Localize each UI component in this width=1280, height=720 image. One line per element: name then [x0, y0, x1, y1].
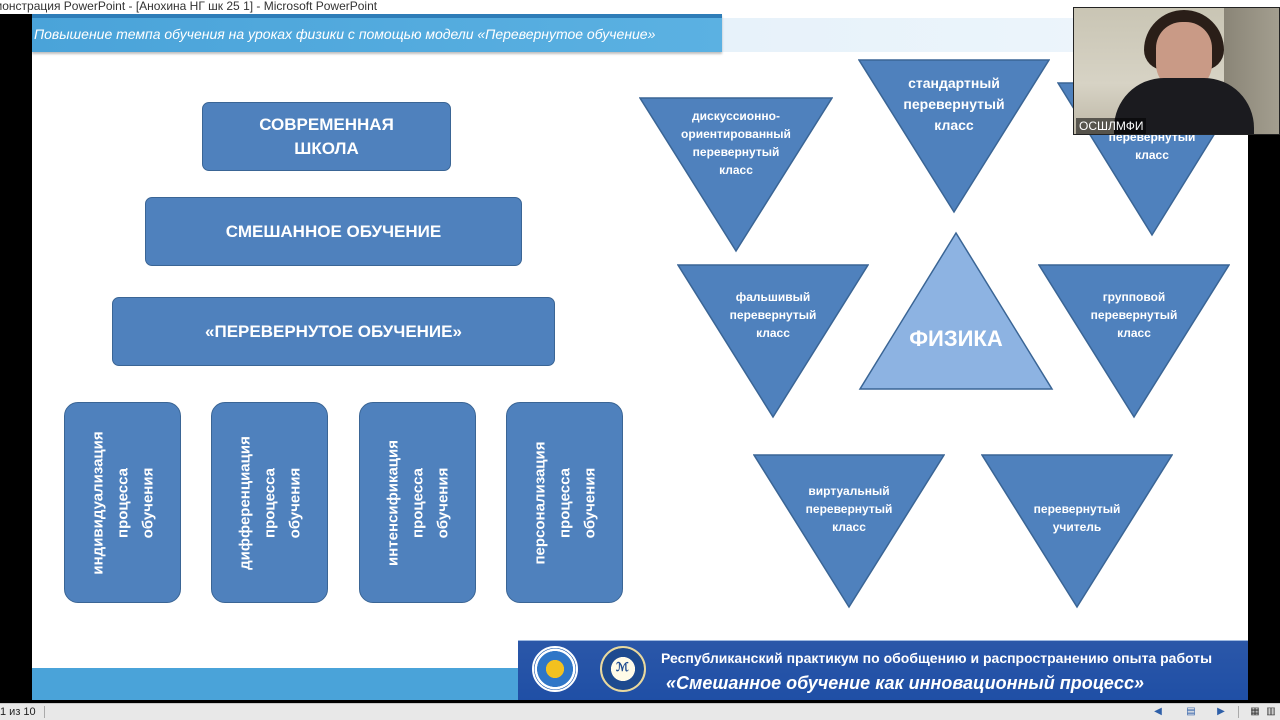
previous-slide-icon[interactable]: ◀ — [1154, 706, 1162, 717]
status-separator — [1238, 706, 1239, 718]
webcam-overlay: ОСШЛМФИ — [1073, 7, 1280, 135]
banner-line-1: Республиканский практикум по обобщению и… — [661, 650, 1213, 666]
triangle-standard: стандартный перевернутый класс — [858, 59, 1050, 214]
ordleu-logo-icon — [532, 646, 578, 692]
triangle-physics: ФИЗИКА — [858, 231, 1054, 391]
triangle-discussion-shape — [639, 97, 833, 253]
box-flipped-learning: «ПЕРЕВЕРНУТОЕ ОБУЧЕНИЕ» — [112, 297, 555, 366]
vbox-personalization-label: персонализация процесса обучения — [531, 440, 598, 565]
title-stripe — [32, 14, 722, 18]
vbox-personalization: персонализация процесса обучения — [506, 402, 623, 603]
normal-view-icon[interactable]: ▦ — [1250, 706, 1260, 717]
slide: Повышение темпа обучения на уроках физик… — [32, 14, 1248, 700]
box-mixed-learning: СМЕШАННОЕ ОБУЧЕНИЕ — [145, 197, 522, 266]
title-bar: Повышение темпа обучения на уроках физик… — [32, 14, 722, 52]
status-separator — [44, 706, 45, 718]
vbox-intensification-label: интенсификация процесса обучения — [384, 439, 451, 566]
vbox-individualization: индивидуализация процесса обучения — [64, 402, 181, 603]
triangle-teacher: перевернутый учитель — [981, 454, 1173, 609]
box-flipped-learning-label: «ПЕРЕВЕРНУТОЕ ОБУЧЕНИЕ» — [205, 321, 462, 341]
triangle-fake: фальшивый перевернутый класс — [677, 264, 869, 419]
triangle-fake-label: фальшивый перевернутый класс — [729, 290, 817, 340]
triangle-virtual-shape — [753, 454, 945, 609]
box-modern-school-label: СОВРЕМЕННАЯ ШКОЛА — [259, 114, 394, 158]
footer-banner: ℳ Республиканский практикум по обобщению… — [518, 640, 1248, 700]
triangle-teacher-shape — [981, 454, 1173, 609]
triangle-physics-label: ФИЗИКА — [909, 326, 1003, 351]
slide-title: Повышение темпа обучения на уроках физик… — [34, 26, 656, 42]
school-seal-icon: ℳ — [600, 646, 646, 692]
slide-sorter-icon[interactable]: ▥ — [1266, 706, 1276, 717]
triangle-teacher-label: перевернутый учитель — [1033, 502, 1121, 534]
box-mixed-learning-label: СМЕШАННОЕ ОБУЧЕНИЕ — [225, 221, 442, 241]
banner-line-2: «Смешанное обучение как инновационный пр… — [666, 673, 1144, 693]
vbox-individualization-label: индивидуализация процесса обучения — [89, 430, 156, 575]
menu-icon[interactable]: ▤ — [1186, 706, 1196, 717]
vbox-intensification: интенсификация процесса обучения — [359, 402, 476, 603]
slide-counter: 1 из 10 — [0, 706, 36, 718]
triangle-discussion-label: дискуссионно- ориентированный перевернут… — [681, 109, 791, 177]
box-modern-school: СОВРЕМЕННАЯ ШКОЛА — [202, 102, 451, 171]
triangle-virtual: виртуальный перевернутый класс — [753, 454, 945, 609]
triangle-virtual-label: виртуальный перевернутый класс — [805, 484, 893, 534]
window-title: монстрация PowerPoint - [Анохина НГ шк 2… — [0, 0, 378, 13]
status-bar: 1 из 10 ◀ ▤ ▶ ▦ ▥ — [0, 703, 1280, 720]
triangle-physics-shape — [858, 231, 1054, 390]
triangle-group-label: групповой перевернутый класс — [1090, 290, 1178, 340]
triangle-standard-shape — [858, 59, 1050, 214]
vbox-differentiation: дифференциация процесса обучения — [211, 402, 328, 603]
triangle-discussion: дискуссионно- ориентированный перевернут… — [639, 97, 833, 253]
triangle-fake-shape — [677, 264, 869, 419]
next-slide-icon[interactable]: ▶ — [1217, 706, 1225, 717]
window-titlebar: монстрация PowerPoint - [Анохина НГ шк 2… — [0, 0, 1280, 14]
triangle-group: групповой перевернутый класс — [1038, 264, 1230, 419]
triangle-group-shape — [1038, 264, 1230, 419]
seal-mark-icon: ℳ — [616, 660, 629, 674]
webcam-label: ОСШЛМФИ — [1076, 118, 1147, 134]
triangle-standard-label: стандартный перевернутый класс — [903, 75, 1005, 133]
vbox-differentiation-label: дифференциация процесса обучения — [236, 435, 303, 570]
